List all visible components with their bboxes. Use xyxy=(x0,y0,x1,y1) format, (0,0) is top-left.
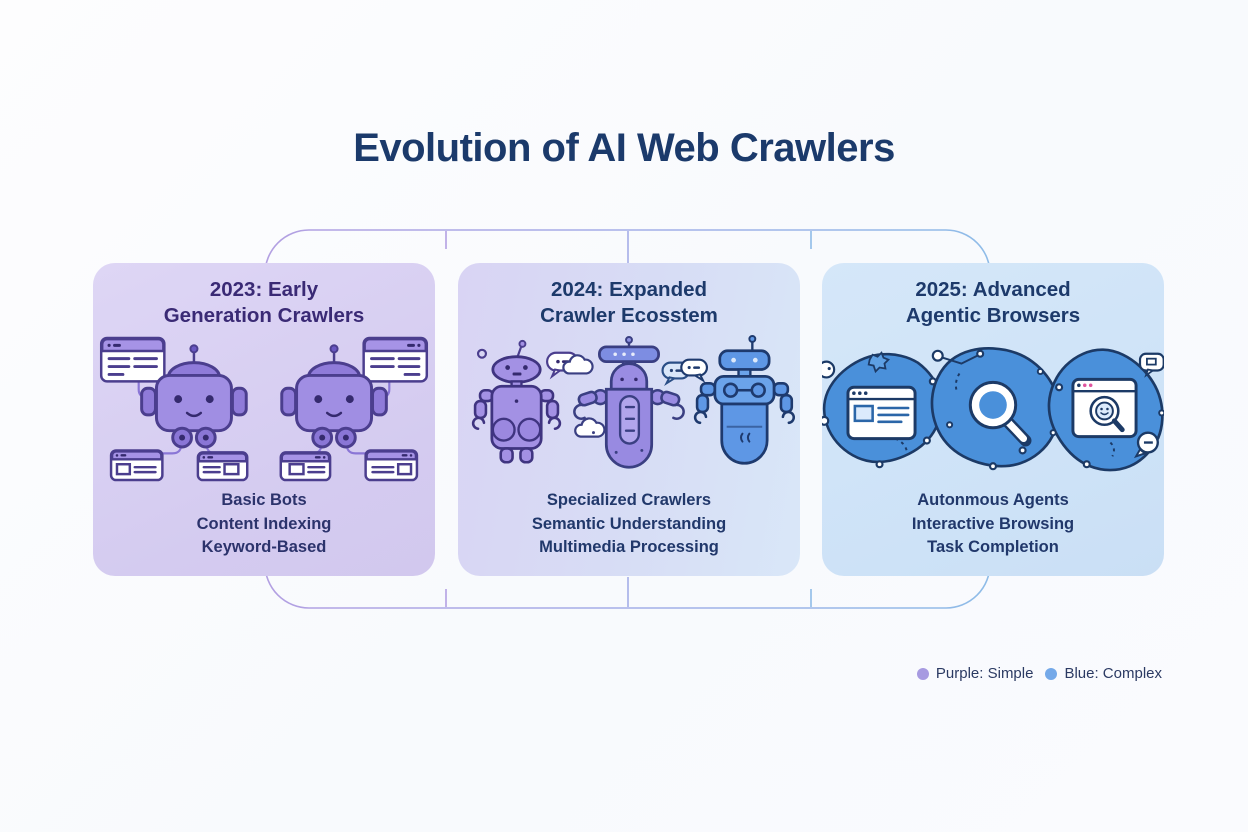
speech-bubble-icon xyxy=(680,358,709,384)
search-magnifier-blob-icon xyxy=(906,334,1084,482)
panel-2024-heading: 2024: Expanded Crawler Ecosstem xyxy=(540,278,718,327)
legend-label-blue: Blue: Complex xyxy=(1064,665,1162,682)
panel-2023-early-crawlers: 2023: Early Generation Crawlers xyxy=(93,263,435,576)
panel-2025-heading: 2025: Advanced Agentic Browsers xyxy=(905,278,1081,327)
legend-item-blue: Blue: Complex xyxy=(1045,665,1162,682)
specialized-robots-illustration xyxy=(471,334,796,469)
panel-2025-agentic-browsers: 2025: Advanced Agentic Browsers xyxy=(822,263,1164,576)
panel-2023-features: Basic Bots Content Indexing Keyword-Base… xyxy=(196,491,332,556)
speech-bubble-icon xyxy=(1138,352,1164,378)
legend: Purple: Simple Blue: Complex xyxy=(916,665,1162,682)
purple-robot-icon xyxy=(471,339,579,464)
blue-dot-icon xyxy=(1045,667,1058,680)
speech-bubble-icon xyxy=(1133,431,1159,459)
purple-dot-icon xyxy=(916,667,929,680)
blue-robot-icon xyxy=(680,334,796,465)
panel-2025-features: Autonmous Agents Interactive Browsing Ta… xyxy=(911,491,1075,556)
legend-item-purple: Purple: Simple xyxy=(916,665,1034,682)
cloud-icon xyxy=(562,354,606,438)
legend-label-purple: Purple: Simple xyxy=(935,665,1034,682)
browser-window-blob-icon xyxy=(822,351,943,469)
panel-2023-heading: 2023: Early Generation Crawlers xyxy=(163,278,365,327)
agent-chat-blob-icon xyxy=(1038,339,1164,481)
crawler-bots-illustration xyxy=(99,336,429,482)
panel-2024-features: Specialized Crawlers Semantic Understand… xyxy=(531,491,727,556)
indigo-robot-icon xyxy=(562,335,691,469)
page-title: Evolution of AI Web Crawlers xyxy=(353,126,895,170)
agentic-browser-blobs-illustration xyxy=(822,334,1164,482)
panel-2024-crawler-ecosystem: 2024: Expanded Crawler Ecosstem xyxy=(458,263,800,576)
